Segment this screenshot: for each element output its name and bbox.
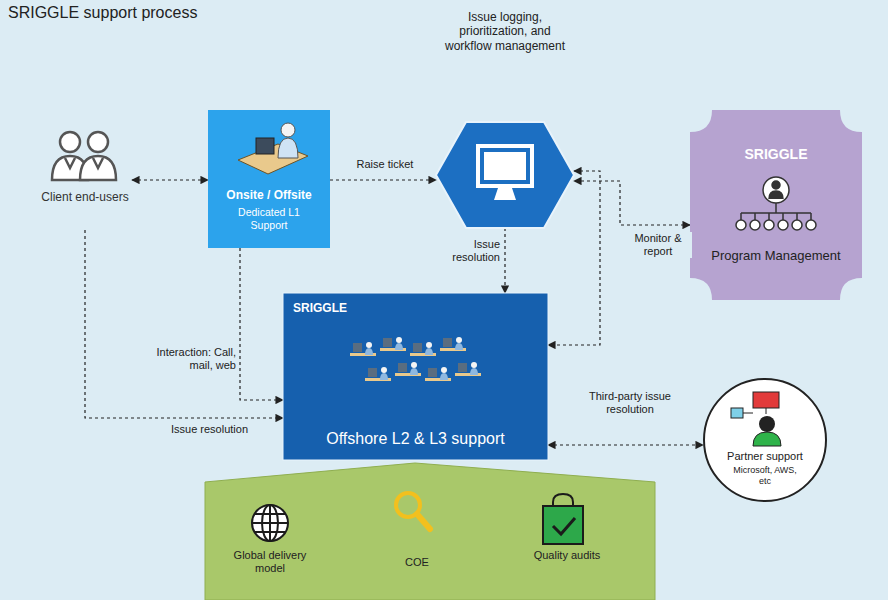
node-text: Microsoft, AWS, etc	[730, 465, 800, 487]
edge-label: Interaction: Call, mail, web	[148, 346, 238, 372]
diagram-title: SRIGGLE support process	[8, 4, 197, 22]
node-text: Dedicated L1 Support	[226, 206, 312, 231]
globe-icon	[252, 505, 288, 541]
dashed-connector	[85, 230, 283, 418]
dashed-connector	[504, 228, 505, 293]
magnifier-icon	[396, 493, 430, 529]
edge-label: Third-party issue resolution	[578, 390, 682, 416]
client-node: Client end-users	[38, 128, 132, 228]
dashed-connector	[548, 444, 703, 445]
program-management-box: SRIGGLE Program Management	[690, 110, 862, 300]
node-heading: Partner support	[713, 450, 817, 463]
node-heading: SRIGGLE	[293, 301, 413, 315]
node-text: Program Management	[710, 248, 842, 264]
edge-label: Issue resolution	[150, 423, 250, 436]
node-heading: Issue logging, prioritization, and workf…	[438, 10, 572, 53]
node-heading: Onsite / Offsite	[208, 188, 330, 202]
node-shape	[38, 128, 132, 228]
node-shape	[690, 110, 862, 300]
edge-label: Issue resolution	[440, 238, 502, 264]
l1-support-box: Onsite / OffsiteDedicated L1 Support	[208, 110, 330, 248]
node-heading: Client end-users	[38, 190, 132, 204]
node-heading: SRIGGLE	[690, 146, 862, 163]
green-band	[205, 463, 655, 600]
partner-support-circle: Partner supportMicrosoft, AWS, etc	[703, 378, 827, 502]
icon-caption: COE	[395, 556, 439, 569]
bag-icon	[543, 494, 583, 544]
edge-label: Monitor & report	[624, 232, 692, 258]
dashed-connector	[574, 181, 690, 225]
dashed-connector	[132, 179, 208, 180]
icon-caption: Quality audits	[532, 549, 602, 562]
l2-l3-support-box: SRIGGLE Offshore L2 & L3 support	[283, 293, 548, 460]
node-text: Offshore L2 & L3 support	[283, 429, 548, 448]
dashed-connector	[240, 248, 283, 400]
ticket-system-hexagon: Issue logging, prioritization, and workf…	[436, 8, 574, 228]
icon-caption: Global delivery model	[232, 549, 308, 575]
dashed-connector	[330, 179, 436, 180]
edge-label: Raise ticket	[343, 158, 427, 171]
